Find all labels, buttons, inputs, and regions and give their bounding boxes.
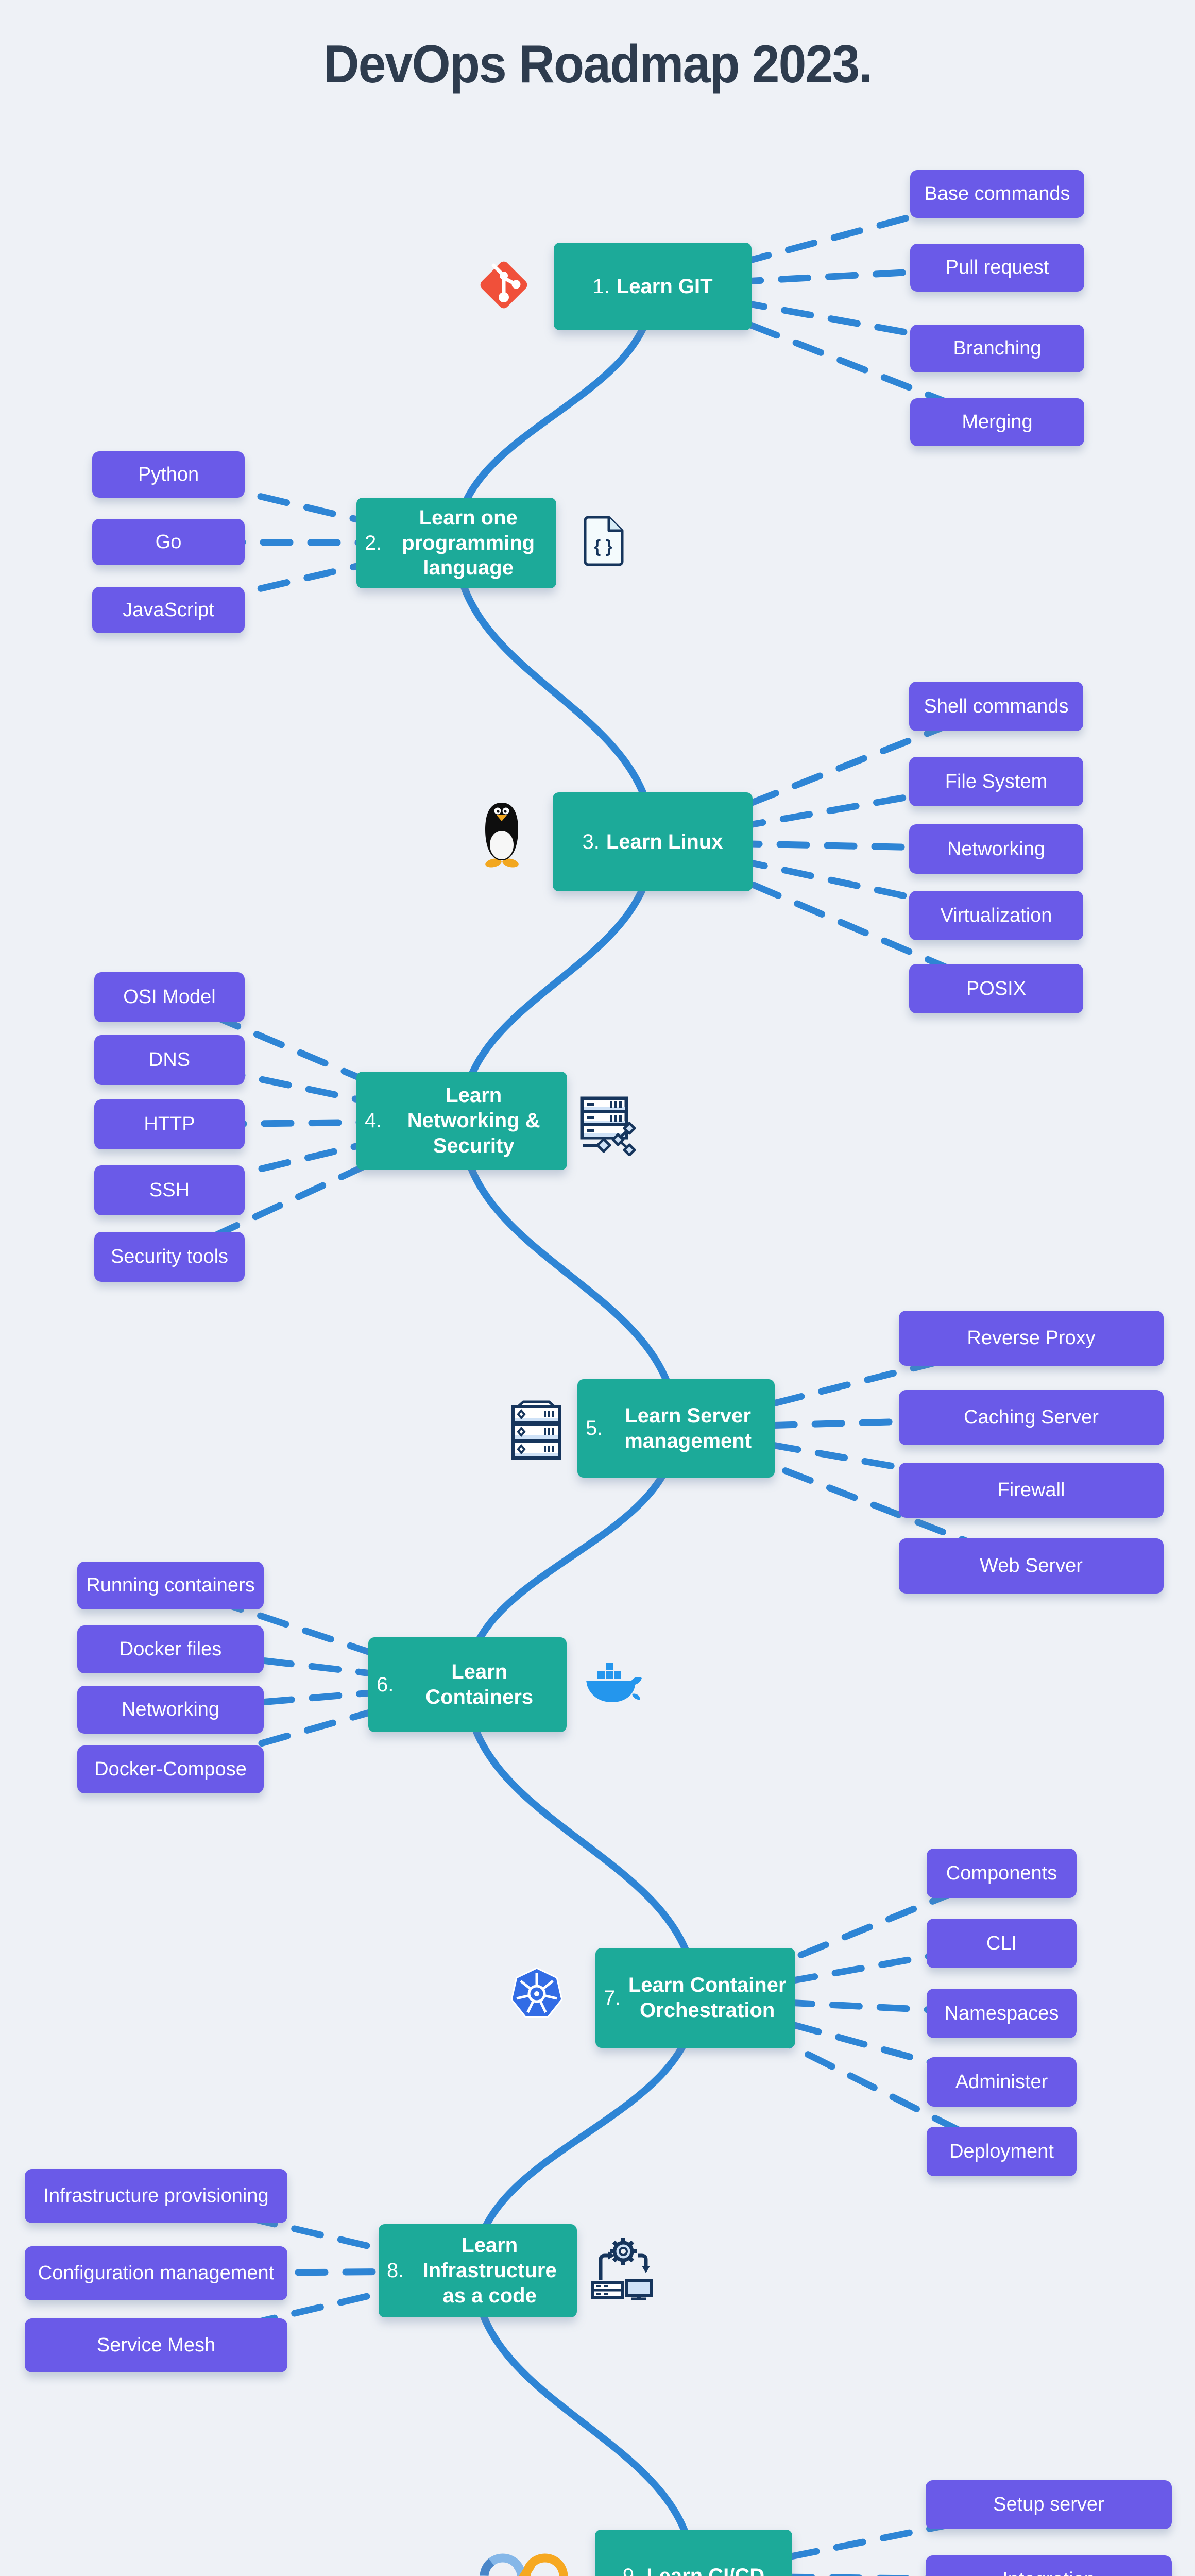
step-box-learn-container-orchestration: 7. Learn Container Orchestration [595, 1948, 795, 2048]
topic-javascript: JavaScript [92, 587, 245, 633]
topic-networking-linux: Networking [909, 824, 1083, 874]
topic-setup-server: Setup server [926, 2480, 1172, 2529]
step-title: Learn Containers [425, 1660, 534, 1708]
step-box-learn-linux: 3. Learn Linux [553, 792, 753, 891]
topic-security-tools: Security tools [94, 1232, 245, 1282]
topic-firewall: Firewall [899, 1463, 1164, 1518]
topic-deployment: Deployment [927, 2127, 1077, 2176]
topic-virtualization: Virtualization [909, 891, 1083, 940]
step-box-learn-containers: 6. Learn Containers [368, 1637, 567, 1732]
topic-merging: Merging [910, 398, 1084, 446]
topic-caching-server: Caching Server [899, 1390, 1164, 1445]
step-title: Learn Server management [624, 1404, 752, 1452]
cicd-infinity-icon [473, 2548, 576, 2576]
topic-cli: CLI [927, 1919, 1077, 1968]
step-number: 4. [365, 1109, 382, 1132]
topic-base-commands: Base commands [910, 170, 1084, 218]
server-rack-icon [509, 1400, 564, 1461]
step-number: 3. [582, 830, 600, 853]
topic-docker-compose: Docker-Compose [77, 1745, 264, 1793]
topic-reverse-proxy: Reverse Proxy [899, 1311, 1164, 1366]
step-title: Learn one programming language [402, 506, 535, 580]
topic-configuration-management: Configuration management [25, 2246, 287, 2300]
step-title: Learn Infrastructure as a code [422, 2234, 557, 2307]
step-box-learn-server-management: 5. Learn Server management [577, 1379, 775, 1478]
server-network-icon [579, 1095, 640, 1156]
topic-integration: Integration [926, 2555, 1172, 2576]
topic-service-mesh: Service Mesh [25, 2318, 287, 2372]
docker-whale-icon [583, 1662, 644, 1705]
step-box-learn-programming-language: 2. Learn one programming language [356, 498, 556, 588]
linux-tux-icon [475, 800, 529, 868]
topic-infrastructure-provisioning: Infrastructure provisioning [25, 2169, 287, 2223]
gear-automation-icon [590, 2233, 653, 2300]
topic-components: Components [927, 1849, 1077, 1898]
code-file-icon: { } [580, 515, 626, 567]
step-box-learn-cicd: 9. Learn CI/CD [595, 2530, 792, 2576]
topic-python: Python [92, 451, 245, 498]
topic-posix: POSIX [909, 964, 1083, 1013]
step-number: 8. [387, 2259, 404, 2282]
topic-branching: Branching [910, 325, 1084, 372]
topic-running-containers: Running containers [77, 1562, 264, 1609]
step-number: 9. [622, 2565, 640, 2576]
topic-dns: DNS [94, 1035, 245, 1085]
step-number: 5. [586, 1417, 603, 1439]
step-box-learn-git: 1. Learn GIT [554, 243, 752, 330]
topic-networking-containers: Networking [77, 1686, 264, 1734]
topic-go: Go [92, 519, 245, 565]
topic-web-server: Web Server [899, 1538, 1164, 1594]
topic-http: HTTP [94, 1099, 245, 1149]
topic-administer: Administer [927, 2057, 1077, 2107]
topic-docker-files: Docker files [77, 1625, 264, 1673]
git-icon [476, 255, 531, 314]
step-title: Learn Linux [606, 830, 723, 853]
page-title: DevOps Roadmap 2023. [323, 35, 873, 94]
step-number: 2. [365, 531, 382, 554]
svg-text:{ }: { } [594, 537, 612, 556]
step-title: Learn Container Orchestration [628, 1974, 787, 2022]
step-title: Learn Networking & Security [407, 1084, 540, 1157]
topic-osi-model: OSI Model [94, 972, 245, 1022]
topic-file-system: File System [909, 757, 1083, 806]
topic-namespaces: Namespaces [927, 1989, 1077, 2038]
topic-shell-commands: Shell commands [909, 682, 1083, 731]
step-title: Learn CI/CD [646, 2564, 764, 2576]
step-box-learn-infrastructure-as-code: 8. Learn Infrastructure as a code [379, 2224, 577, 2317]
step-number: 6. [377, 1673, 394, 1696]
topic-ssh: SSH [94, 1165, 245, 1215]
step-box-learn-networking-security: 4. Learn Networking & Security [356, 1072, 567, 1170]
step-number: 1. [592, 275, 610, 298]
topic-pull-request: Pull request [910, 244, 1084, 292]
step-number: 7. [604, 1986, 621, 2009]
kubernetes-icon [510, 1966, 564, 2022]
step-title: Learn GIT [616, 275, 713, 298]
